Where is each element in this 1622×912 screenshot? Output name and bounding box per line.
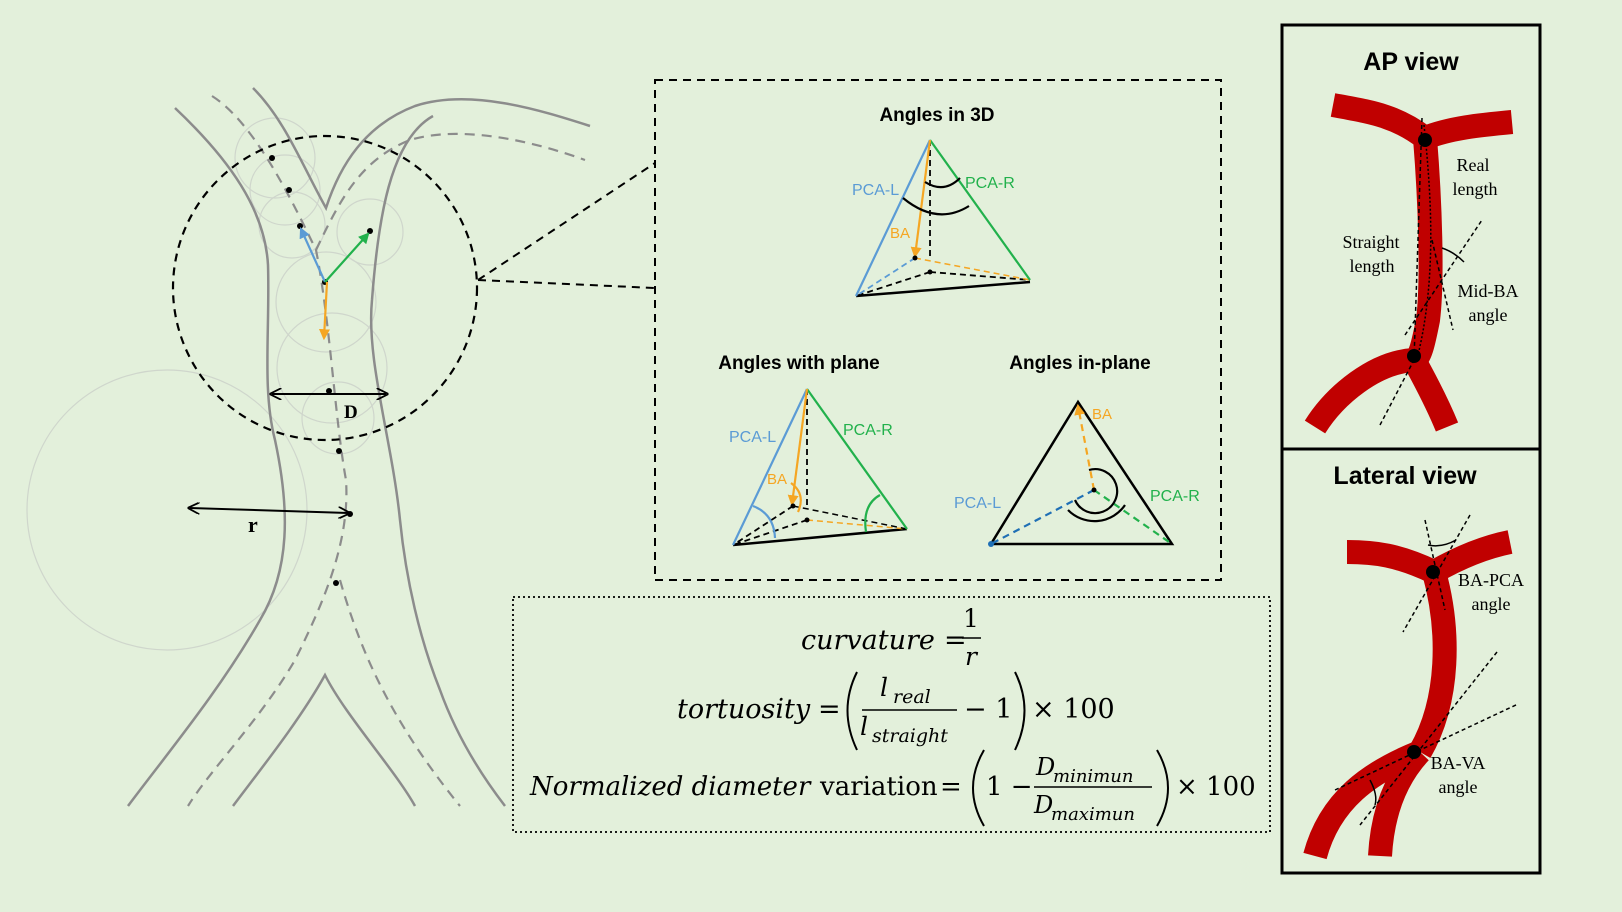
lateral-vessel <box>1303 530 1513 860</box>
svg-text:PCA-L: PCA-L <box>729 429 776 446</box>
svg-text:× 100: × 100 <box>1032 694 1115 725</box>
svg-text:=: = <box>944 625 967 656</box>
svg-text:tortuosity: tortuosity <box>677 694 811 725</box>
diameter-variation-formula: Normalized diameter variation = 1 − D mi… <box>529 749 1256 827</box>
svg-text:PCA-R: PCA-R <box>1150 488 1200 505</box>
radius-label: r <box>248 512 258 537</box>
svg-text:r: r <box>965 642 979 671</box>
svg-text:straight: straight <box>872 725 948 747</box>
svg-text:BA: BA <box>1092 406 1112 423</box>
zoom-circle <box>171 134 479 442</box>
svg-text:PCA-R: PCA-R <box>843 422 893 439</box>
svg-text:real: real <box>893 686 931 708</box>
svg-text:=: = <box>818 694 841 725</box>
svg-text:l: l <box>880 673 888 702</box>
angles-in-plane-title: Angles in-plane <box>1009 353 1150 374</box>
angles-3d-panel: Angles in 3D PCA-L PCA-R BA <box>852 105 1031 298</box>
svg-text:1 −: 1 − <box>986 772 1033 802</box>
centerlines <box>187 95 586 807</box>
svg-text:=: = <box>940 772 962 802</box>
angles-with-plane-title: Angles with plane <box>718 353 880 374</box>
angles-box <box>654 79 1222 581</box>
formula-box <box>512 596 1271 833</box>
svg-text:1: 1 <box>963 604 979 633</box>
svg-text:Normalized diameter: Normalized diameter <box>529 772 812 802</box>
svg-text:BA: BA <box>767 471 787 488</box>
lateral-view-title: Lateral view <box>1333 462 1477 490</box>
svg-text:variation: variation <box>819 772 938 802</box>
angles-with-plane-panel: Angles with plane PCA-L PCA-R BA <box>718 353 908 547</box>
svg-text:− 1: − 1 <box>964 694 1012 725</box>
ap-vessel <box>1304 93 1514 434</box>
zoom-connectors <box>477 162 656 289</box>
diameter-label: D <box>344 402 358 423</box>
svg-text:PCA-R: PCA-R <box>965 175 1015 192</box>
tortuosity-formula: tortuosity = l real l straight − 1 × 100 <box>677 671 1115 751</box>
direction-vectors <box>299 226 370 341</box>
pca-r-vector <box>324 232 370 283</box>
curvature-formula: curvature = 1 r <box>801 604 981 671</box>
angles-in-plane-panel: Angles in-plane PCA-L PCA-R BA <box>954 353 1200 547</box>
vessel-walls <box>127 87 591 807</box>
svg-text:minimun: minimun <box>1053 766 1133 787</box>
lateral-guides <box>1334 514 1519 826</box>
pca-l-vector <box>299 226 327 283</box>
ba-vector <box>318 281 330 341</box>
svg-text:PCA-L: PCA-L <box>852 182 899 199</box>
ap-guides <box>1379 117 1483 426</box>
ap-view-title: AP view <box>1363 48 1459 76</box>
vessel-outline-diagram: D r <box>26 87 656 807</box>
inscribed-spheres <box>26 117 404 651</box>
svg-text:PCA-L: PCA-L <box>954 495 1001 512</box>
radius-arrow <box>190 508 348 513</box>
svg-text:l: l <box>860 712 868 741</box>
svg-text:× 100: × 100 <box>1176 772 1256 802</box>
svg-text:maximun: maximun <box>1051 804 1135 825</box>
svg-text:BA: BA <box>890 225 910 242</box>
svg-text:curvature: curvature <box>801 625 935 656</box>
svg-text:D: D <box>1033 791 1053 819</box>
angles-3d-title: Angles in 3D <box>879 105 994 126</box>
svg-text:D: D <box>1035 753 1055 781</box>
